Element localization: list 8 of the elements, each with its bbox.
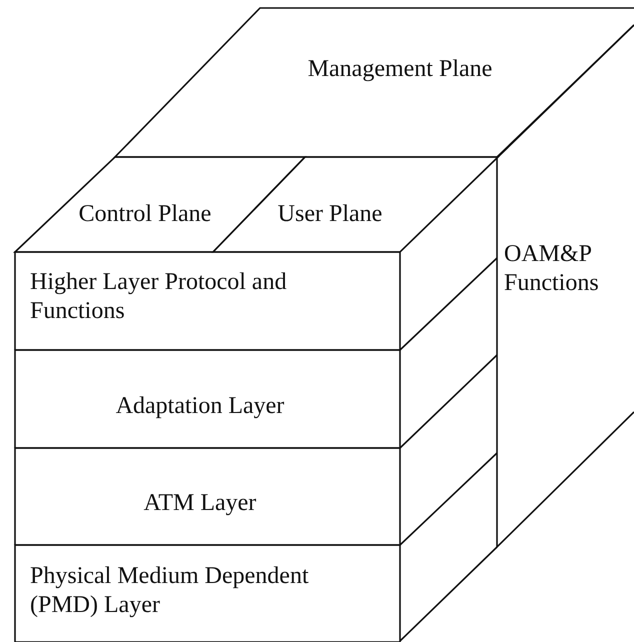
layer-label: Physical Medium Dependent (PMD) Layer [30,562,310,620]
plane-label: Management Plane [306,55,494,84]
layer-label: Adaptation Layer [114,392,286,421]
plane-label: User Plane [276,200,384,229]
layer-label: ATM Layer [142,489,258,518]
plane-label: Control Plane [78,200,212,229]
side-label: OAM&P Functions [504,240,600,298]
layer-label: Higher Layer Protocol and Functions [30,268,288,326]
